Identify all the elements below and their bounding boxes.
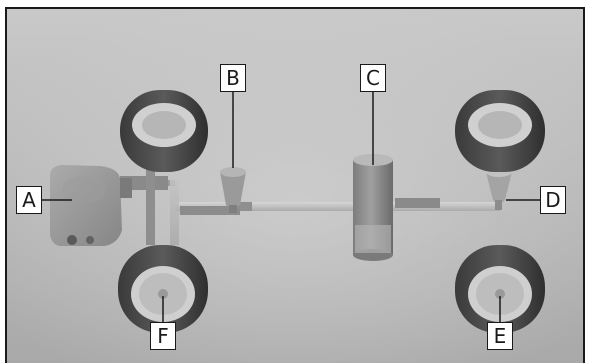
tire-front-bottom xyxy=(118,245,208,333)
callout-label-d: D xyxy=(540,186,566,214)
callout-label-b: B xyxy=(220,64,246,92)
front-axle-vertical-right xyxy=(170,135,179,245)
propeller-shaft xyxy=(175,202,500,211)
tire-rear-top xyxy=(455,90,545,172)
callout-label-c: C xyxy=(360,64,386,92)
tire-rear-bottom xyxy=(455,245,545,333)
front-differential xyxy=(220,167,246,213)
front-axle-vertical-left xyxy=(146,150,155,245)
rear-axle-shaft-lower xyxy=(496,212,503,252)
tire-front-top xyxy=(120,90,208,172)
callout-label-e: E xyxy=(487,322,513,350)
callout-label-f: F xyxy=(150,322,176,350)
callout-label-a: A xyxy=(16,186,42,214)
center-unit xyxy=(353,154,393,261)
engine xyxy=(50,165,132,246)
frame-border xyxy=(5,7,585,363)
